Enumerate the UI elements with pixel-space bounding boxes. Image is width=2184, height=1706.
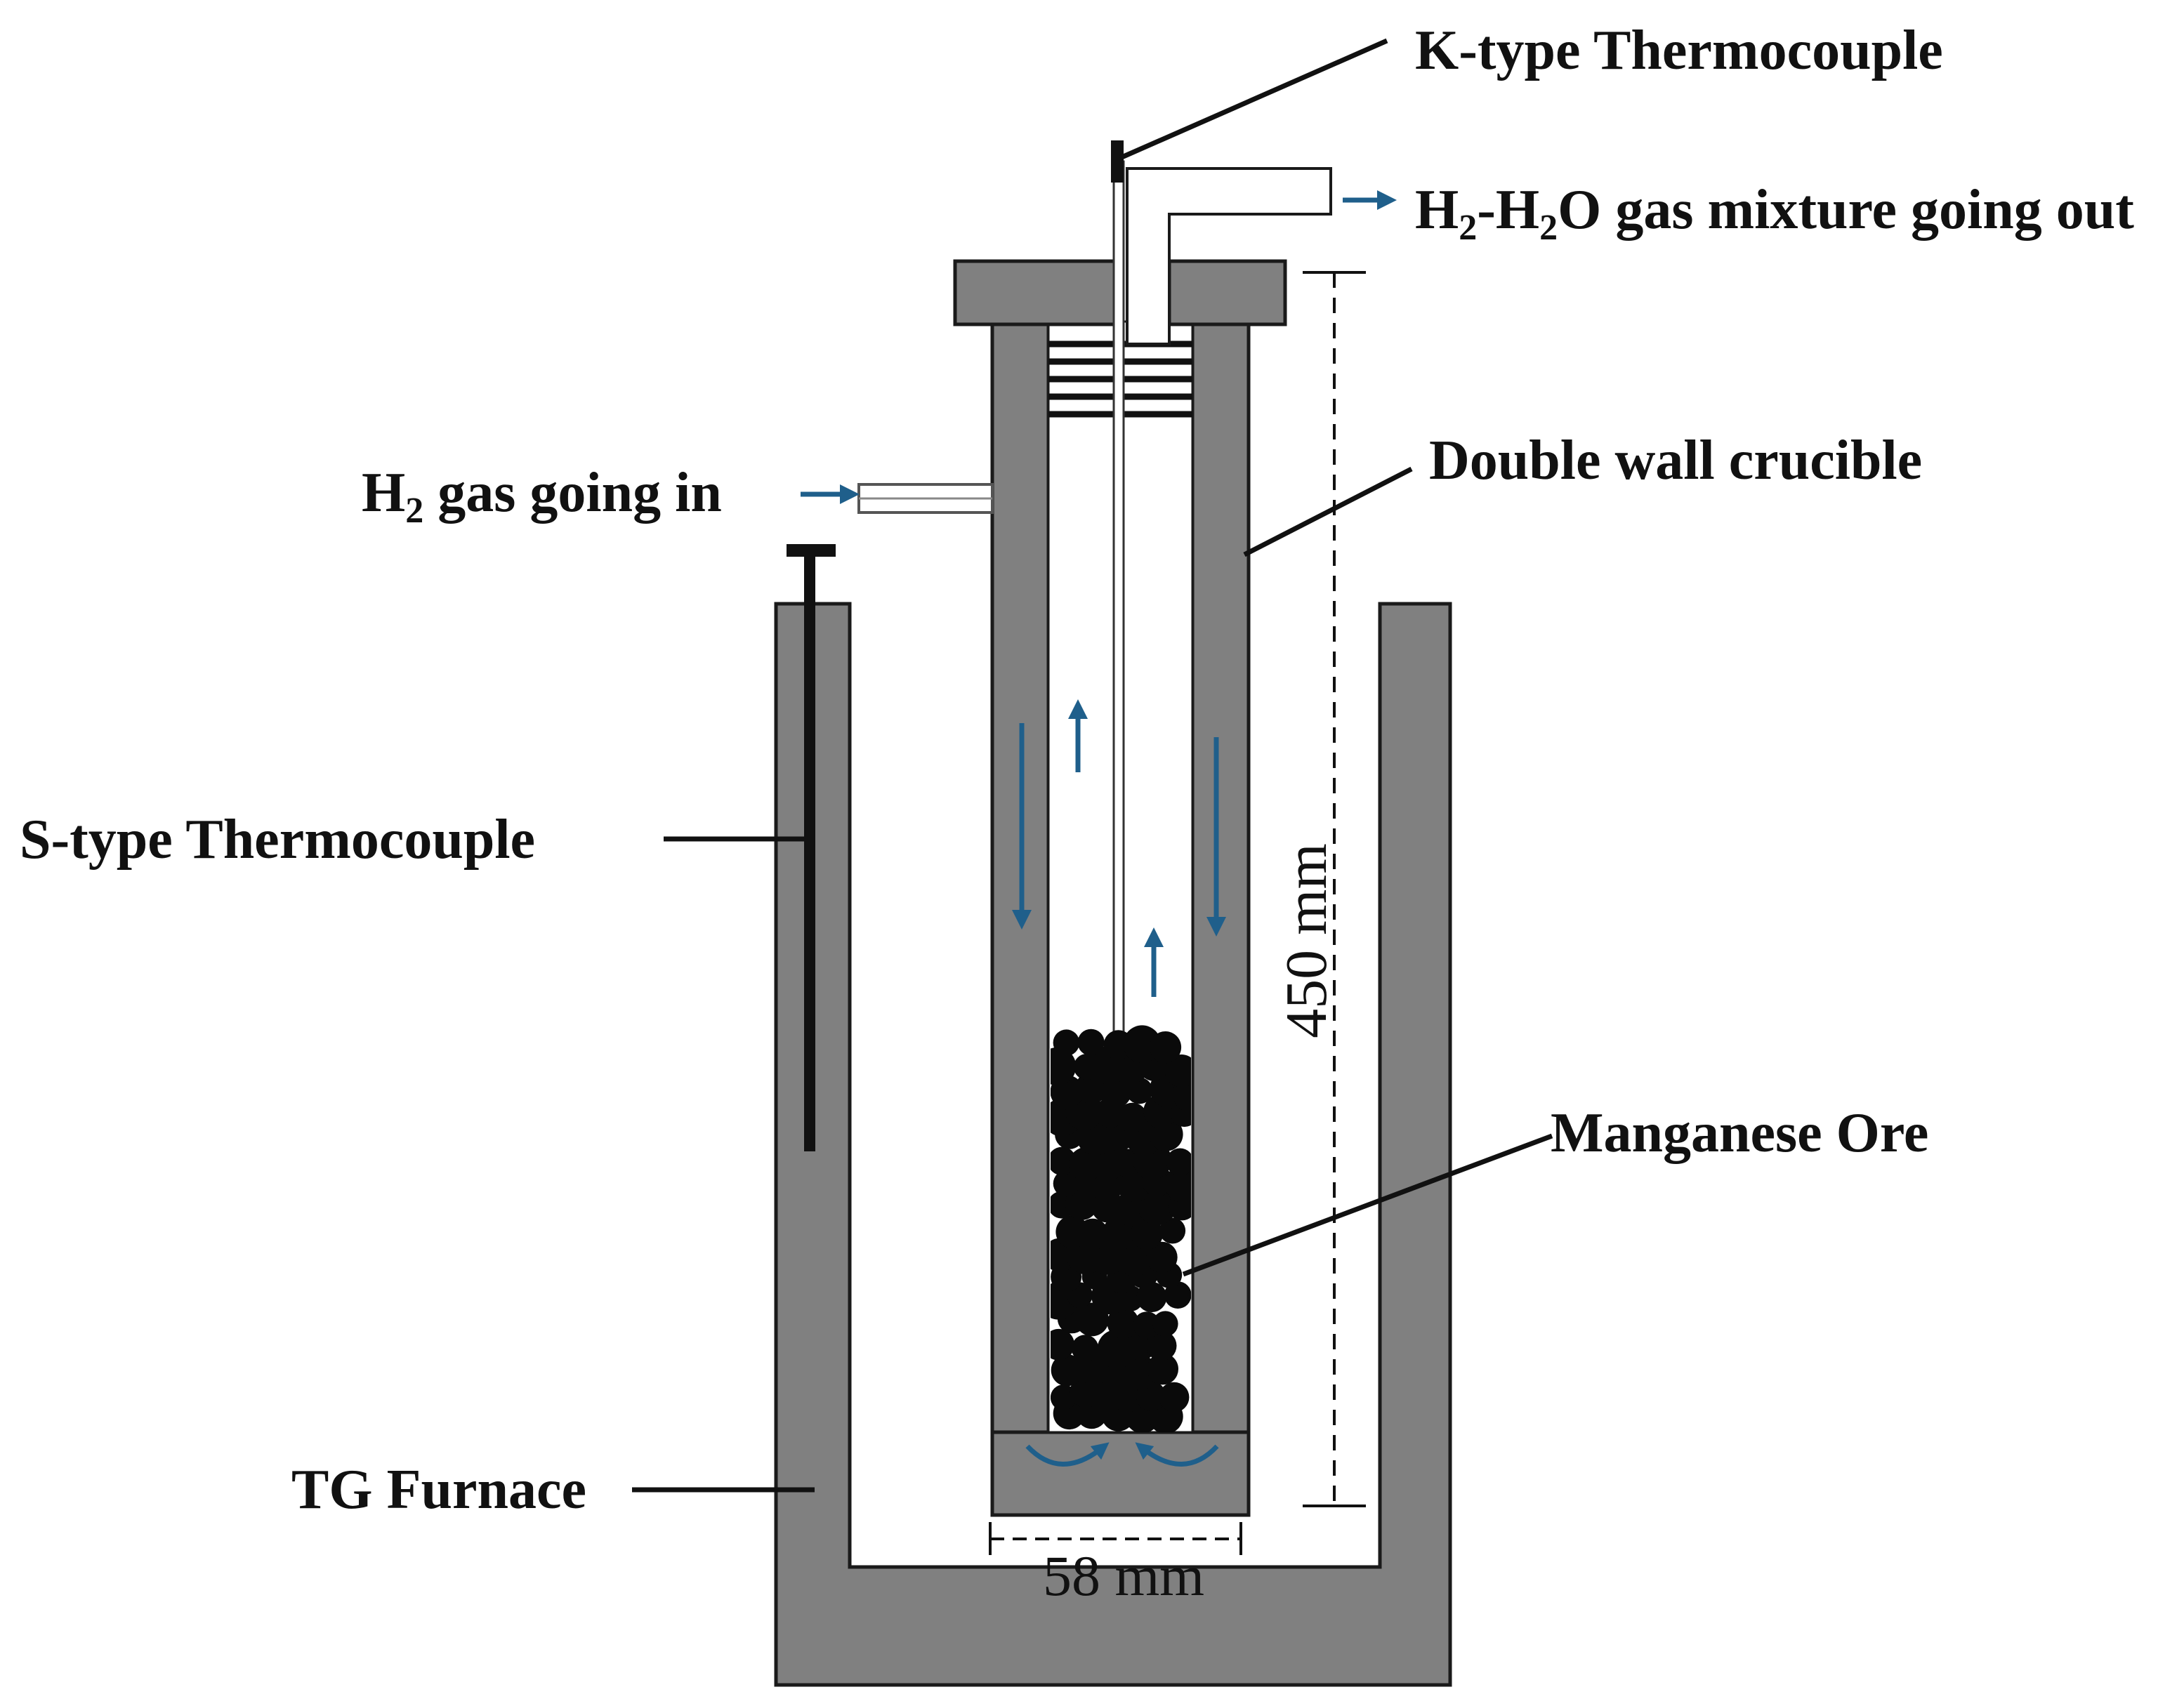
crucible-lid-right [1167, 259, 1287, 326]
crucible-bottom [990, 1430, 1251, 1517]
ore-particle [1051, 1328, 1074, 1361]
ore-particle [1152, 1311, 1178, 1337]
k-thermocouple-head [1111, 140, 1124, 183]
s-thermocouple-rod [804, 555, 815, 1151]
ore-particle [1147, 1353, 1178, 1385]
ore-particle [1077, 1218, 1109, 1250]
manganese-ore-particles [1051, 1025, 1191, 1432]
gas-in-sub-1: 2 [405, 491, 423, 531]
gas-out-part-2: -H [1477, 179, 1539, 241]
ore-particle [1166, 1148, 1191, 1176]
leader-lines [632, 38, 1553, 1493]
ore-particle [1159, 1382, 1190, 1413]
ore-particle [1051, 1354, 1084, 1387]
gas-in-part-2: gas going in [423, 462, 722, 524]
height-dimension-label: 450 mm [1274, 843, 1339, 1038]
ore-particle [1107, 1307, 1139, 1339]
gas-out-sub-1: 2 [1459, 208, 1477, 248]
ore-particle [1053, 1029, 1080, 1056]
label-gas-out: H2-H2O gas mixture going out [1415, 179, 2134, 248]
leader-double-wall [1243, 466, 1413, 557]
flow-arrow-curl-left [1025, 1442, 1110, 1467]
label-manganese: Manganese Ore [1551, 1102, 1928, 1164]
ore-particle [1112, 1149, 1140, 1177]
ore-particle [1077, 1029, 1105, 1056]
outlet-tube [1126, 167, 1332, 345]
ore-particle [1053, 1170, 1080, 1197]
ore-particle [1131, 1217, 1164, 1250]
label-s-thermocouple: S-type Thermocouple [20, 809, 535, 871]
label-furnace: TG Furnace [291, 1459, 586, 1521]
gas-in-part-1: H [362, 462, 405, 524]
label-k-thermocouple: K-type Thermocouple [1415, 20, 1943, 81]
width-dimension [989, 1522, 1242, 1555]
ore-particle [1051, 1047, 1077, 1086]
flow-arrow-curl-right [1135, 1442, 1219, 1467]
ore-particle [1165, 1054, 1191, 1087]
flow-arrows [801, 190, 1397, 1467]
gas-out-sub-2: 2 [1539, 208, 1558, 248]
ore-particle [1133, 1311, 1161, 1339]
ore-particle [1164, 1281, 1191, 1309]
gas-out-part-3: O gas mixture going out [1558, 179, 2134, 241]
ore-particle [1146, 1330, 1177, 1361]
crucible-lid-left [953, 259, 1120, 326]
ore-particle [1159, 1217, 1186, 1244]
label-gas-in: H2 gas going in [362, 462, 722, 531]
ore-particle [1136, 1281, 1167, 1313]
ore-particle [1117, 1102, 1147, 1133]
crucible-right-wall [1190, 319, 1251, 1517]
height-dimension [1303, 271, 1366, 1507]
leader-k-thermocouple [1119, 38, 1388, 161]
ore-particle [1071, 1335, 1099, 1362]
gas-out-part-1: H [1415, 179, 1459, 241]
ore-particle [1126, 1077, 1153, 1104]
label-double-wall: Double wall crucible [1429, 430, 1922, 491]
width-dimension-label: 58 mm [1043, 1544, 1204, 1608]
s-thermocouple-cap [787, 544, 836, 557]
ore-particle [1117, 1241, 1152, 1277]
ore-particle [1149, 1031, 1182, 1064]
leader-manganese [1182, 1133, 1553, 1277]
tg-furnace [774, 602, 1452, 1687]
ore-particle [1146, 1241, 1178, 1274]
